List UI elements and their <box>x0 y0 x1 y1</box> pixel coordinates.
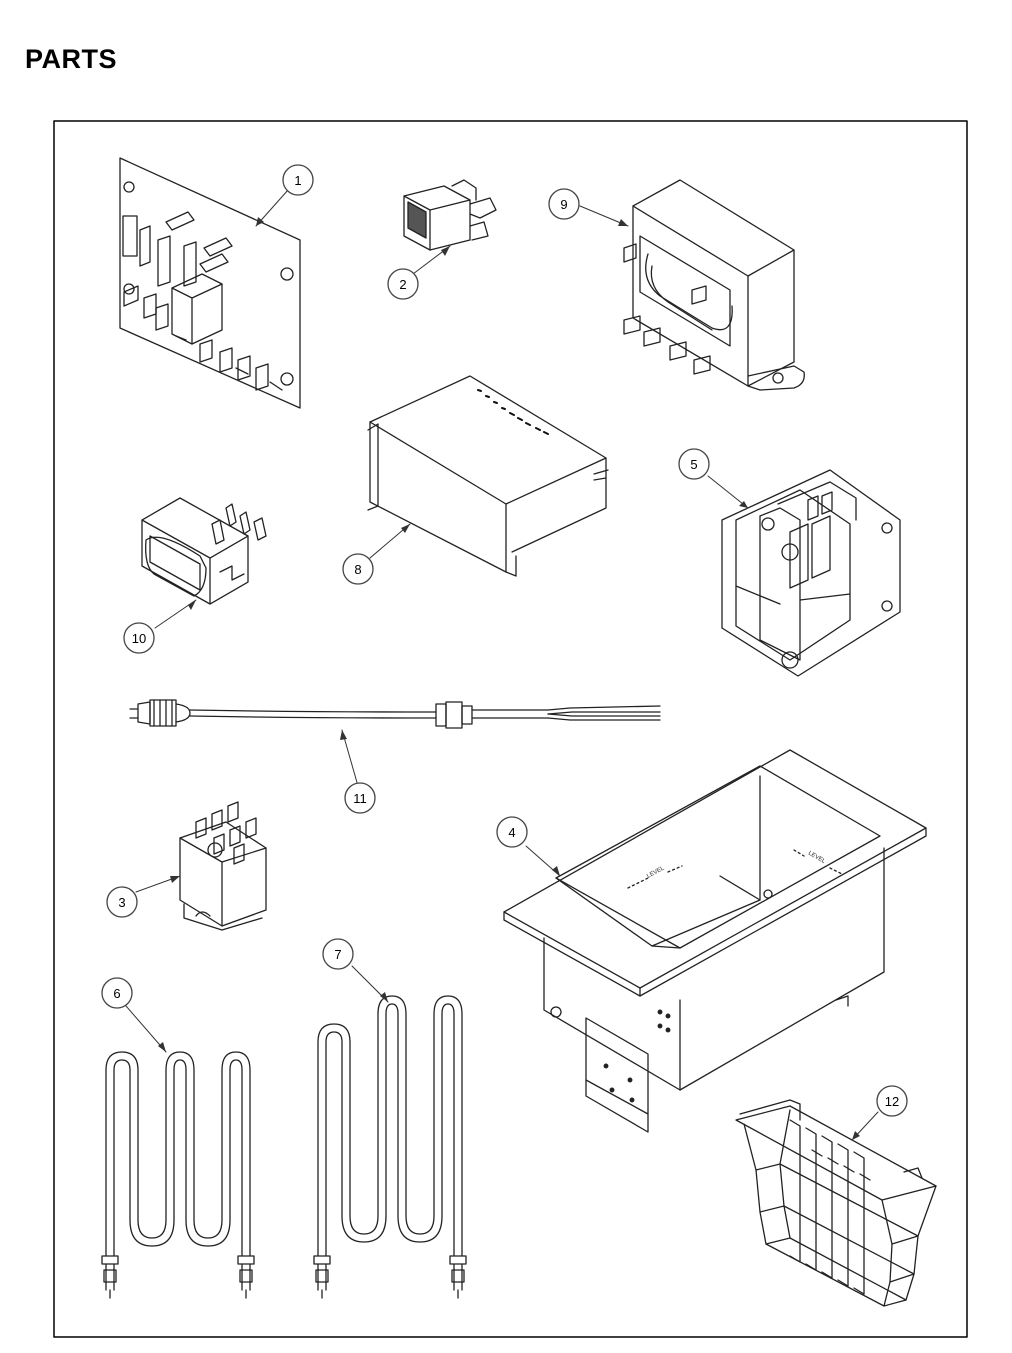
callout-11: 11 <box>344 782 376 814</box>
svg-text:10: 10 <box>132 631 146 646</box>
leader-arrowheads <box>158 217 860 1140</box>
svg-text:5: 5 <box>690 457 697 472</box>
callout-6: 6 <box>101 977 133 1009</box>
part-rocker-switch <box>141 497 267 605</box>
level-mark-right: LEVEL <box>807 851 827 866</box>
part-contactor <box>721 469 901 677</box>
part-transformer <box>623 179 805 391</box>
callout-4: 4 <box>496 816 528 848</box>
page-title: PARTS <box>25 44 118 74</box>
svg-text:12: 12 <box>885 1094 899 1109</box>
leader-lines <box>125 189 879 1141</box>
svg-text:2: 2 <box>399 277 406 292</box>
svg-text:4: 4 <box>508 825 515 840</box>
part-indicator-light <box>403 179 497 251</box>
svg-text:6: 6 <box>113 986 120 1001</box>
callout-7: 7 <box>322 938 354 970</box>
part-heating-element-large <box>313 995 467 1299</box>
callout-1: 1 <box>282 164 314 196</box>
callout-10: 10 <box>123 622 155 654</box>
svg-text:1: 1 <box>294 173 301 188</box>
svg-text:11: 11 <box>353 791 367 806</box>
level-mark-left: LEVEL <box>646 865 666 879</box>
svg-text:3: 3 <box>118 895 125 910</box>
svg-text:8: 8 <box>354 562 361 577</box>
part-power-cord <box>129 699 661 729</box>
callout-9: 9 <box>548 188 580 220</box>
part-wire-basket <box>735 1099 937 1307</box>
svg-text:9: 9 <box>560 197 567 212</box>
callout-12: 12 <box>876 1085 908 1117</box>
callout-8: 8 <box>342 553 374 585</box>
part-timer-box <box>367 375 609 577</box>
callout-3: 3 <box>106 886 138 918</box>
part-well-pan: LEVEL LEVEL <box>503 749 927 1133</box>
callout-5: 5 <box>678 448 710 480</box>
part-heating-element-small <box>101 1051 255 1299</box>
svg-text:7: 7 <box>334 947 341 962</box>
diagram-frame <box>53 120 968 1338</box>
part-control-board <box>119 157 301 409</box>
part-relay <box>179 801 267 931</box>
callout-2: 2 <box>387 268 419 300</box>
